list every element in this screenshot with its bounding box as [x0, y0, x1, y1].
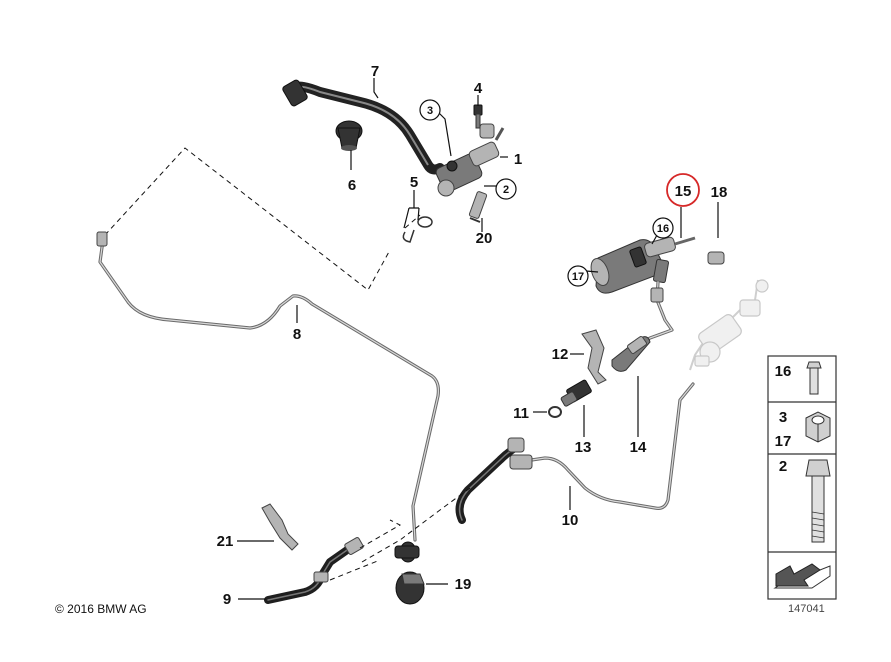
copyright-text: © 2016 BMW AG: [55, 602, 147, 616]
part-1-master-cylinder: [435, 123, 505, 197]
legend-label-16: 16: [775, 363, 792, 380]
legend-arrow-icon: [773, 563, 831, 589]
part-20-sensor: [468, 191, 488, 223]
legend-label-2: 2: [779, 458, 787, 475]
label-part-6: 6: [348, 177, 356, 194]
label-part-17-circle: [567, 265, 589, 287]
legend-label-17: 17: [775, 433, 792, 450]
label-part-7: 7: [371, 63, 379, 80]
label-part-13: 13: [575, 439, 592, 456]
pipe-8: [96, 231, 440, 542]
pipe-10-fitting: [509, 454, 533, 470]
part-5-clips: [402, 216, 433, 243]
label-part-17: 17: [572, 271, 584, 283]
label-part-16: 16: [657, 223, 669, 235]
legend-label-3: 3: [779, 409, 787, 426]
label-part-2-circle: [495, 178, 517, 200]
pipe-10: [509, 382, 695, 510]
highlight-circle-part-15: [666, 173, 700, 207]
label-part-11: 11: [513, 405, 529, 422]
label-part-20: 20: [476, 230, 493, 247]
label-part-15: 15: [675, 183, 692, 200]
part-13-connector: [560, 379, 592, 407]
hose-line: [455, 437, 525, 524]
label-part-2: 2: [503, 184, 509, 196]
label-part-1: 1: [514, 151, 522, 168]
diagram-number: 147041: [788, 603, 825, 615]
legend-long-bolt-icon: [805, 459, 831, 543]
label-part-14: 14: [630, 439, 647, 456]
ghost-assembly: [689, 279, 769, 371]
label-part-18: 18: [711, 184, 728, 201]
legend-bolt-icon: [806, 361, 822, 395]
part-14-bracket: [611, 336, 651, 372]
assembly-dashed-outline: [104, 147, 421, 291]
part-12-bracket: [581, 329, 607, 385]
part-7-pedal-arm: [282, 79, 445, 175]
part-11-seal: [548, 406, 562, 418]
hose-9: [264, 537, 364, 604]
label-part-8: 8: [293, 326, 301, 343]
legend-nut-icon: [805, 411, 831, 443]
hardware-legend: 16 3 17 2: [767, 355, 837, 600]
part-19-grommet: [394, 541, 425, 605]
part-21-clip: [261, 503, 299, 551]
part-labels: 7 4 3 1 2 6 5 20 15 18 16 17 8 12 11 13 …: [217, 63, 728, 608]
label-part-9: 9: [223, 591, 231, 608]
label-part-10: 10: [562, 512, 579, 529]
label-part-5: 5: [410, 174, 418, 191]
label-part-19: 19: [455, 576, 472, 593]
label-part-16-circle: [652, 217, 674, 239]
pipe-8-fitting: [96, 231, 108, 247]
label-part-3-circle: [419, 99, 441, 121]
label-part-4: 4: [474, 80, 483, 97]
lower-dashed-connections: [329, 487, 471, 581]
label-part-12: 12: [552, 346, 569, 363]
label-part-21: 21: [217, 533, 234, 550]
part-15-slave-cylinder: [590, 236, 696, 294]
part-6-stopper: [335, 120, 363, 151]
part-18-cap: [707, 251, 725, 265]
label-part-3: 3: [427, 105, 433, 117]
